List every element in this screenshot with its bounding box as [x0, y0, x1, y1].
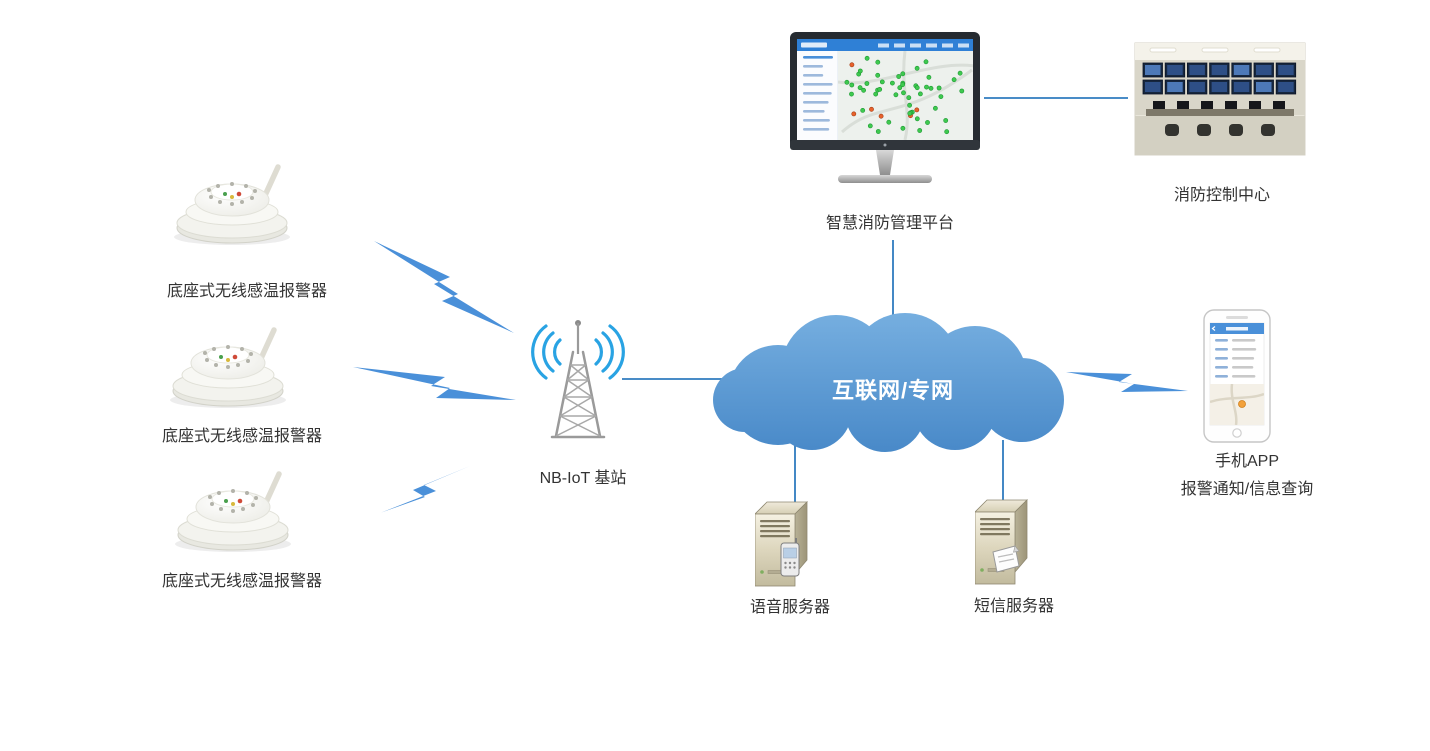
- phone-map-roads: [1210, 384, 1264, 425]
- sensor-node-3: 底座式无线感温报警器: [162, 474, 322, 590]
- voice-server-node: 语音服务器: [750, 502, 830, 616]
- console-monitors: [1153, 101, 1285, 109]
- cloud-label: 互联网/专网: [832, 378, 954, 403]
- phone-label-line1: 手机APP: [1215, 452, 1279, 470]
- signal-waves-icon: [531, 324, 625, 380]
- wireless-links: [353, 241, 1188, 513]
- phone-list: [1215, 339, 1257, 378]
- map-roads: [838, 51, 973, 140]
- connector-lines: [622, 97, 1128, 506]
- sms-server-label: 短信服务器: [974, 597, 1054, 615]
- base-station-node: NB-IoT 基站: [531, 320, 627, 487]
- phone-label-line2: 报警通知/信息查询: [1181, 480, 1313, 498]
- control-room-photo: [1134, 42, 1306, 156]
- sensor-3-label: 底座式无线感温报警器: [162, 572, 322, 590]
- lightning-cloud-phone: [1066, 372, 1188, 392]
- sensor-node-1: 底座式无线感温报警器: [167, 167, 327, 300]
- monitor-icon: [790, 32, 980, 183]
- base-station-label: NB-IoT 基站: [540, 469, 627, 487]
- sensor-2-label: 底座式无线感温报警器: [162, 427, 322, 445]
- smartphone-icon: [1203, 309, 1271, 443]
- control-center-node: 消防控制中心: [1134, 42, 1306, 204]
- sidebar-lines: [803, 56, 833, 131]
- lightning-sensor3-tower: [380, 466, 470, 513]
- cloud-icon: [713, 313, 1064, 452]
- cloud-node: 互联网/专网: [713, 313, 1064, 452]
- radio-tower-icon: [531, 320, 625, 439]
- control-center-label: 消防控制中心: [1174, 186, 1270, 204]
- handset-phone-icon: [780, 538, 800, 577]
- lightning-sensor2-tower: [353, 367, 516, 400]
- monitor-menu-items: [878, 43, 969, 48]
- phone-node: 手机APP 报警通知/信息查询: [1181, 309, 1313, 498]
- sensor-node-2: 底座式无线感温报警器: [162, 330, 322, 445]
- voice-server-label: 语音服务器: [750, 598, 830, 616]
- platform-label: 智慧消防管理平台: [826, 214, 954, 232]
- sms-server-node: 短信服务器: [974, 500, 1054, 615]
- platform-node: 智慧消防管理平台: [790, 32, 980, 232]
- map-dots: [844, 55, 965, 135]
- message-paper-icon: [992, 545, 1020, 573]
- lightning-sensor1-tower: [374, 241, 514, 333]
- sensor-1-label: 底座式无线感温报警器: [167, 282, 327, 300]
- video-wall: [1142, 62, 1297, 95]
- chairs: [1165, 124, 1275, 136]
